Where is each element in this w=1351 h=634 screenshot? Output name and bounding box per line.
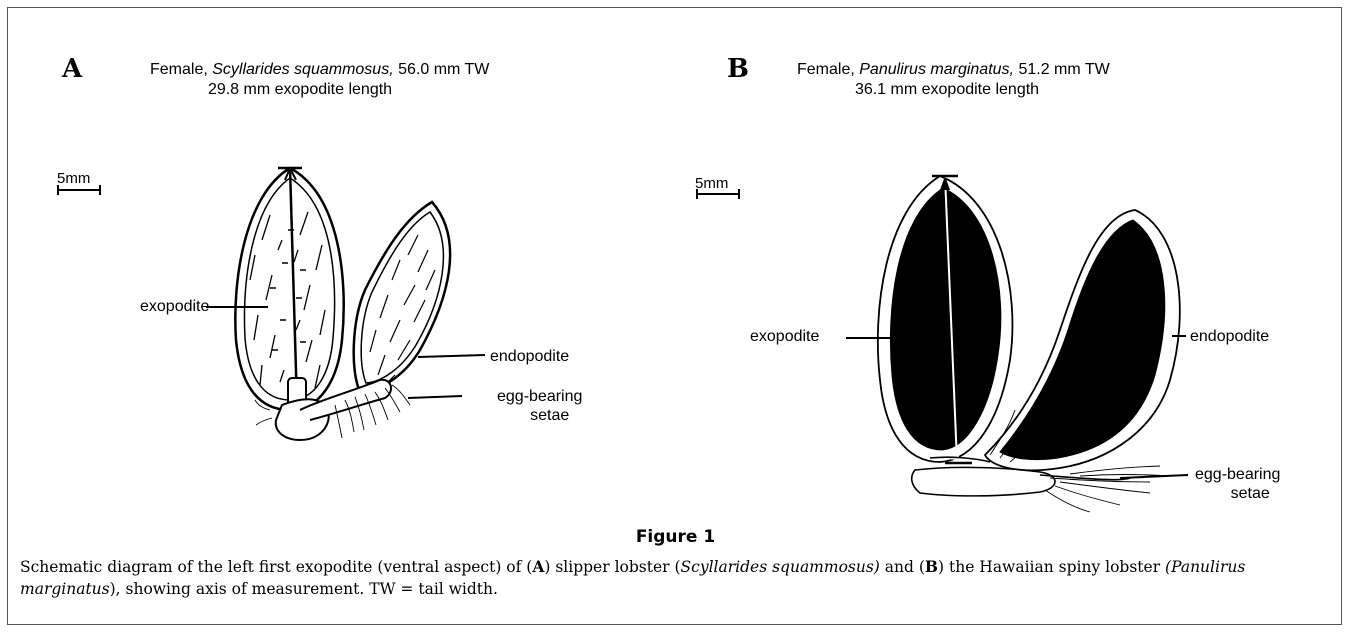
- caption-part-1: Schematic diagram of the left first exop…: [20, 558, 532, 576]
- panel-a-exopodite-dashes: [270, 230, 306, 350]
- figure-caption: Schematic diagram of the left first exop…: [20, 556, 1330, 600]
- caption-part-3: and (: [880, 558, 925, 576]
- panel-b-scale-bar: [697, 189, 739, 199]
- figure-title: Figure 1: [0, 527, 1351, 547]
- panel-b-exopodite: [878, 176, 1013, 462]
- caption-species-1: Scyllarides squammosus): [681, 558, 880, 576]
- panel-a-endopodite: [354, 202, 450, 392]
- panel-a-exopodite-hatching: [250, 212, 325, 388]
- caption-part-5: ), showing axis of measurement. TW = tai…: [110, 580, 498, 598]
- caption-panel-b: B: [925, 557, 938, 576]
- caption-part-2: ) slipper lobster (: [544, 558, 680, 576]
- panel-a-exopodite: [235, 168, 343, 410]
- caption-panel-a: A: [532, 557, 544, 576]
- panel-a-scale-bar: [58, 185, 100, 195]
- caption-part-4: ) the Hawaiian spiny lobster: [938, 558, 1165, 576]
- panel-b-endopodite: [985, 210, 1180, 470]
- panel-a-endopodite-hatching: [370, 235, 435, 382]
